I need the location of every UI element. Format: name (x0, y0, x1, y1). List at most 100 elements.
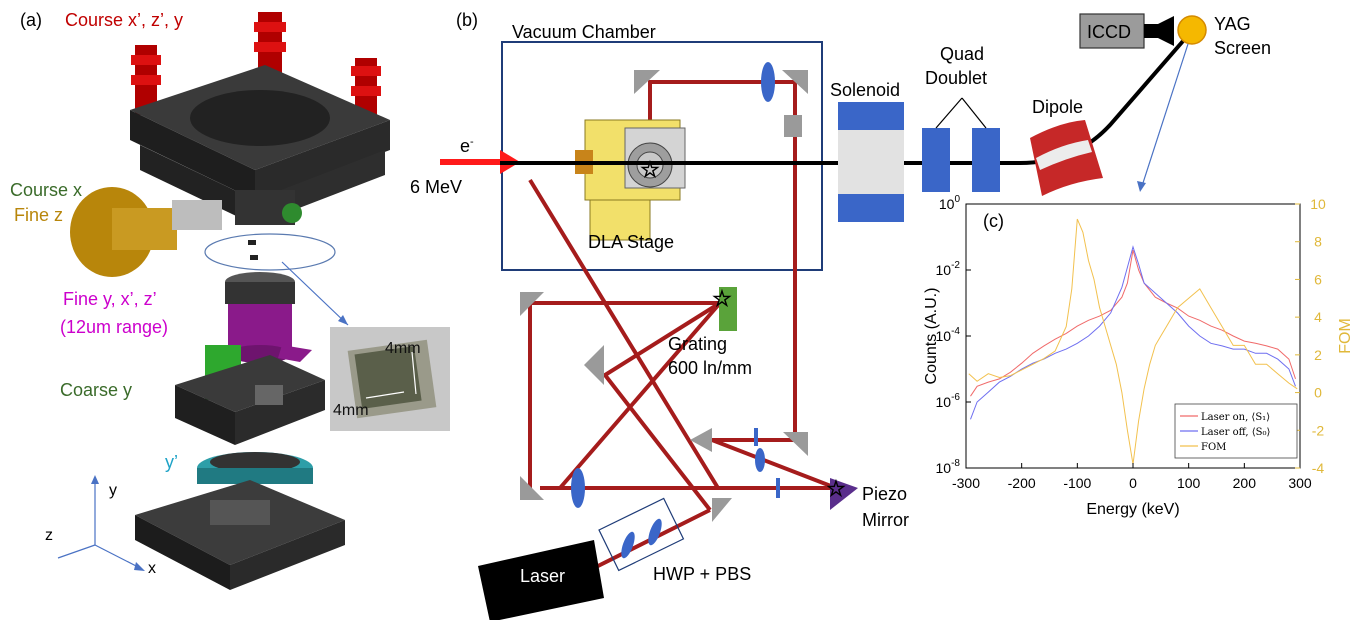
y-right-tick-label: -2 (1312, 422, 1325, 438)
axis-y-label: y (109, 482, 117, 499)
x-axis-label: Energy (keV) (1086, 501, 1179, 518)
fine-z-label: Fine z (14, 205, 63, 225)
yag-screen (1177, 15, 1207, 45)
panel-b: (b) Vacuum Chamber (410, 10, 1271, 620)
yag-label-2: Screen (1214, 38, 1271, 58)
legend-item-laser-off: Laser off, ⟨S₀⟩ (1201, 427, 1270, 438)
x-tick-label: 100 (1177, 475, 1201, 491)
hwp-label: HWP + PBS (653, 564, 751, 584)
mirror (584, 345, 604, 385)
iccd-label: ICCD (1087, 22, 1131, 42)
y-right-tick-label: 8 (1314, 234, 1322, 250)
y-tick-label: 10-2 (936, 260, 961, 278)
series-fom (968, 218, 1298, 465)
series-laser-off (970, 245, 1296, 420)
grating-label-1: Grating (668, 334, 727, 354)
y-tick-label: 10-8 (936, 458, 961, 476)
y-right-tick-label: 4 (1314, 309, 1322, 325)
dim-label-2: 4mm (333, 402, 369, 419)
panel-a-tag: (a) (20, 10, 42, 30)
quad-label-1: Quad (940, 44, 984, 64)
energy-label: 6 MeV (410, 177, 462, 197)
panel-a: (a) Course x’, z’, y (10, 10, 450, 590)
y-tick-label: 10-6 (936, 392, 961, 410)
x-tick-label: 200 (1233, 475, 1257, 491)
dla-label: DLA Stage (588, 232, 674, 252)
solenoid-label: Solenoid (830, 80, 900, 100)
grating-label-2: 600 ln/mm (668, 358, 752, 378)
coarse-xzy-label: Course x’, z’, y (65, 10, 183, 30)
y-right-tick-label: 0 (1314, 385, 1322, 401)
mirror (783, 432, 808, 456)
y-right-tick-label: 6 (1314, 271, 1322, 287)
gold-actuator-render (70, 187, 302, 277)
coarse-y-stage-render (175, 345, 325, 445)
series-laser-on (970, 249, 1296, 397)
zoom-arrow (281, 261, 349, 326)
dla-star: ☆ (640, 157, 660, 182)
mirror (712, 498, 732, 522)
hwp-pbs-box (598, 497, 685, 572)
legend-item-laser-on: Laser on, ⟨S₁⟩ (1201, 412, 1270, 423)
solenoid (838, 102, 904, 222)
beam-block (784, 115, 802, 137)
yag-to-plot-arrow (1141, 43, 1189, 187)
quad-doublet (922, 97, 1000, 192)
waveplate (754, 428, 758, 446)
sample-ellipse (204, 233, 336, 271)
legend: Laser on, ⟨S₁⟩ Laser off, ⟨S₀⟩ FOM (1174, 403, 1298, 459)
fine-y-label: Fine y, x’, z’ (63, 289, 157, 309)
camera-lens (1144, 16, 1174, 46)
series-layer (968, 218, 1298, 465)
y-prime-label: y’ (165, 452, 178, 472)
dipole (1030, 120, 1103, 196)
axis-x-label: x (148, 560, 156, 577)
sample-photo-inset: 4mm 4mm (330, 327, 450, 431)
y-right-tick-label: -4 (1312, 460, 1325, 476)
piezo-mirror (830, 478, 858, 510)
electron-label: e- (460, 136, 474, 156)
laser-label: Laser (520, 566, 565, 586)
x-tick-label: -200 (1008, 475, 1036, 491)
mirror (520, 292, 544, 316)
yag-label-1: YAG (1214, 14, 1251, 34)
waveplate (776, 478, 780, 498)
x-tick-label: 0 (1129, 475, 1137, 491)
vacuum-chamber-label: Vacuum Chamber (512, 22, 656, 42)
iccd-box (1079, 13, 1145, 49)
axes-triad (57, 475, 145, 571)
panel-b-tag: (b) (456, 10, 478, 30)
y-tick-label: 10-4 (936, 326, 961, 344)
coarse-y-label: Coarse y (60, 380, 132, 400)
axis-z-label: z (45, 527, 53, 544)
dim-label-1: 4mm (385, 340, 421, 357)
grating (719, 287, 737, 331)
lenses (571, 62, 780, 508)
y-right-tick-label: 10 (1310, 196, 1326, 212)
mirror (520, 476, 544, 500)
x-tick-label: -100 (1063, 475, 1091, 491)
rotation-stage-render (197, 452, 313, 484)
top-stage-render (130, 12, 390, 225)
range-label: (12um range) (60, 317, 168, 337)
mirrors (520, 70, 808, 522)
lens (755, 448, 765, 472)
piezo-label-2: Mirror (862, 510, 909, 530)
course-x-label: Course x (10, 180, 82, 200)
base-stage-render (135, 480, 345, 590)
quad-label-2: Doublet (925, 68, 987, 88)
mirror (690, 428, 712, 452)
lens (571, 468, 585, 508)
mirror (782, 70, 808, 94)
piezo-label-1: Piezo (862, 484, 907, 504)
lens (761, 62, 775, 102)
legend-item-fom: FOM (1201, 442, 1226, 453)
y-right-tick-label: 2 (1314, 347, 1322, 363)
dipole-label: Dipole (1032, 97, 1083, 117)
piezo-star: ☆ (826, 476, 846, 501)
panel-c-tag: (c) (983, 211, 1004, 231)
dla-stage-render (575, 119, 686, 241)
